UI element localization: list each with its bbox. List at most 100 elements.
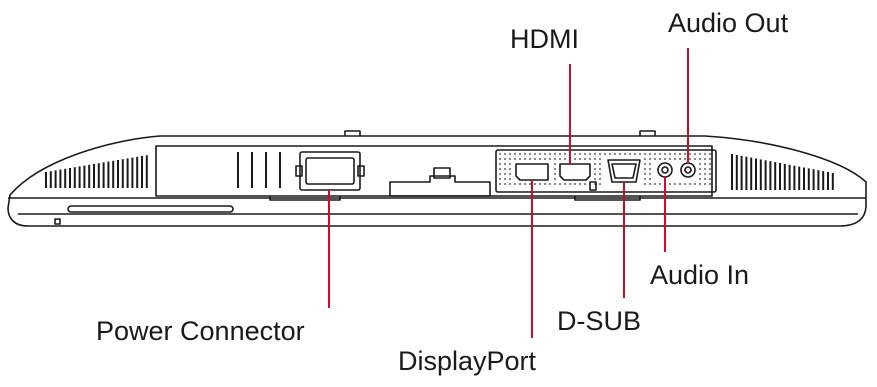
grille-dot	[644, 183, 646, 185]
grille-dot	[524, 153, 526, 155]
grille-dot	[554, 158, 556, 160]
grille-dot	[629, 153, 631, 155]
grille-dot	[619, 153, 621, 155]
grille-dot	[709, 158, 711, 160]
grille-dot	[499, 163, 501, 165]
grille-dot	[699, 173, 701, 175]
grille-dot	[574, 183, 576, 185]
displayport-port	[516, 164, 548, 180]
grille-dot	[589, 183, 591, 185]
grille-dot	[504, 153, 506, 155]
grille-dot	[644, 158, 646, 160]
label-audio-in: Audio In	[650, 262, 749, 289]
grille-dot	[649, 158, 651, 160]
grille-dot	[539, 153, 541, 155]
stand-mount	[390, 176, 490, 196]
grille-dot	[559, 153, 561, 155]
grille-dot	[529, 158, 531, 160]
grille-dot	[674, 183, 676, 185]
grille-dot	[689, 153, 691, 155]
grille-dot	[669, 158, 671, 160]
grille-dot	[699, 183, 701, 185]
grille-dot	[599, 173, 601, 175]
grille-dot	[709, 153, 711, 155]
grille-dot	[704, 153, 706, 155]
grille-dot	[529, 183, 531, 185]
grille-dot	[574, 158, 576, 160]
grille-dot	[579, 183, 581, 185]
grille-dot	[624, 153, 626, 155]
grille-dot	[574, 153, 576, 155]
grille-dot	[554, 183, 556, 185]
grille-dot	[504, 173, 506, 175]
grille-dot	[674, 153, 676, 155]
grille-dot	[509, 163, 511, 165]
grille-dot	[544, 158, 546, 160]
grille-dot	[549, 158, 551, 160]
grille-dot	[559, 183, 561, 185]
audio-out-jack	[681, 163, 695, 177]
grille-dot	[699, 153, 701, 155]
grille-dot	[524, 158, 526, 160]
grille-dot	[649, 178, 651, 180]
grille-dot	[504, 183, 506, 185]
grille-dot	[589, 158, 591, 160]
grille-dot	[594, 183, 596, 185]
grille-dot	[644, 178, 646, 180]
grille-dot	[674, 158, 676, 160]
grille-dot	[609, 153, 611, 155]
grille-dot	[699, 178, 701, 180]
grille-dot	[664, 158, 666, 160]
grille-dot	[659, 183, 661, 185]
grille-dot	[509, 158, 511, 160]
grille-dot	[534, 158, 536, 160]
grille-dot	[704, 163, 706, 165]
grille-dot	[554, 173, 556, 175]
grille-dot	[564, 158, 566, 160]
grille-dot	[644, 153, 646, 155]
grille-dot	[669, 183, 671, 185]
grille-dot	[704, 178, 706, 180]
grille-dot	[529, 153, 531, 155]
grille-dot	[504, 163, 506, 165]
grille-dot	[684, 183, 686, 185]
grille-dot	[549, 183, 551, 185]
grille-dot	[649, 168, 651, 170]
grille-dot	[694, 183, 696, 185]
grille-dot	[704, 173, 706, 175]
grille-dot	[679, 153, 681, 155]
grille-dot	[514, 158, 516, 160]
grille-dot	[594, 173, 596, 175]
grille-dot	[499, 183, 501, 185]
button-strip	[68, 206, 233, 212]
grille-dot	[504, 168, 506, 170]
grille-dot	[534, 183, 536, 185]
label-displayport: DisplayPort	[398, 348, 536, 375]
grille-dot	[599, 183, 601, 185]
grille-dot	[659, 153, 661, 155]
grille-dot	[564, 183, 566, 185]
grille-dot	[514, 153, 516, 155]
grille-dot	[689, 158, 691, 160]
grille-dot	[709, 163, 711, 165]
grille-dot	[699, 158, 701, 160]
grille-dot	[544, 183, 546, 185]
grille-dot	[594, 178, 596, 180]
grille-dot	[649, 173, 651, 175]
grille-dot	[654, 158, 656, 160]
grille-dot	[684, 153, 686, 155]
grille-dot	[509, 173, 511, 175]
label-audio-out: Audio Out	[668, 10, 788, 37]
grille-dot	[499, 168, 501, 170]
grille-dot	[649, 153, 651, 155]
grille-dot	[634, 153, 636, 155]
io-panel	[496, 150, 716, 192]
grille-dot	[694, 158, 696, 160]
grille-dot	[584, 183, 586, 185]
grille-dot	[649, 163, 651, 165]
grille-dot	[709, 178, 711, 180]
grille-dot	[654, 183, 656, 185]
label-power-connector: Power Connector	[96, 318, 305, 345]
grille-dot	[509, 168, 511, 170]
grille-dot	[554, 163, 556, 165]
